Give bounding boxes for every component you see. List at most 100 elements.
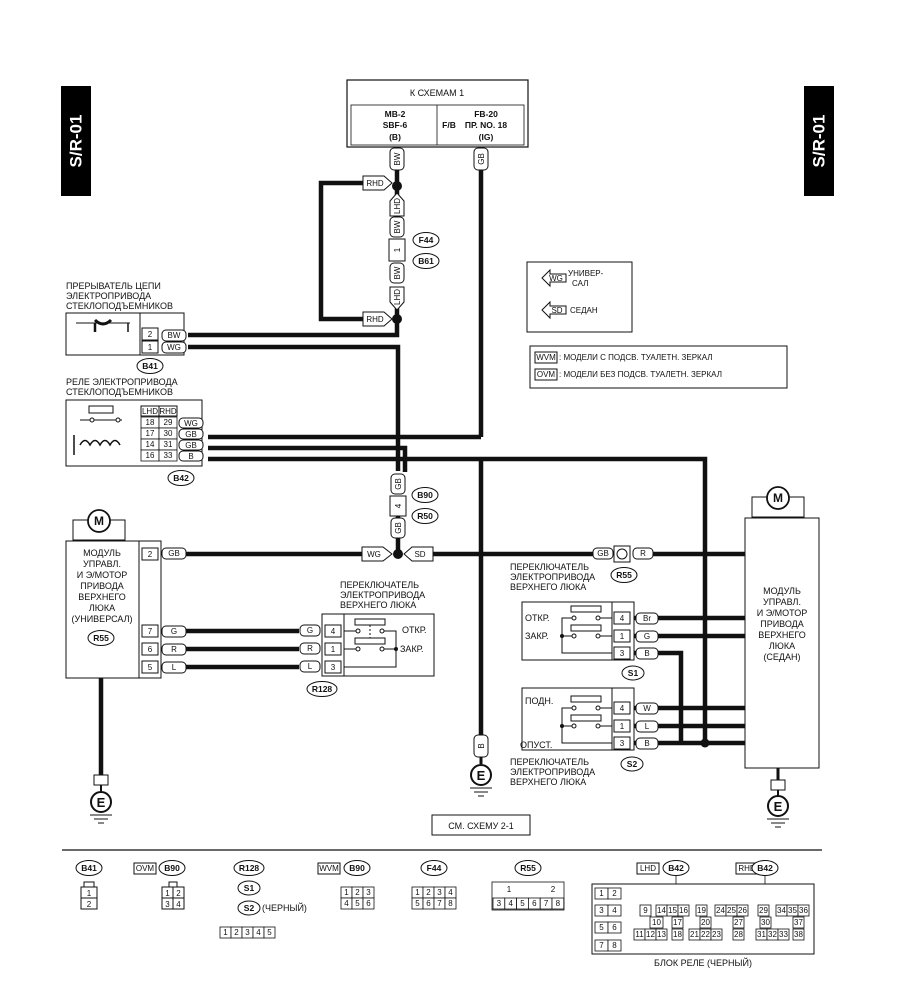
lhd-tag-top: LHD bbox=[389, 192, 405, 217]
sunroof-module-sedan: M МОДУЛЬ УПРАВЛ. И Э/МОТОР ПРИВОДА ВЕРХН… bbox=[744, 486, 820, 780]
svg-text:B42: B42 bbox=[668, 863, 684, 873]
relay-wire-tag bbox=[178, 439, 204, 451]
pin-label: 16 bbox=[679, 906, 688, 915]
svg-text:WVM: WVM bbox=[536, 353, 556, 362]
page-tag-right: S/R-01 bbox=[804, 86, 834, 196]
svg-text:ВЕРХНЕГО ЛЮКА: ВЕРХНЕГО ЛЮКА bbox=[510, 777, 586, 787]
svg-text:ЭЛЕКТРОПРИВОДА: ЭЛЕКТРОПРИВОДА bbox=[340, 590, 425, 600]
pin-label: 24 bbox=[716, 906, 725, 915]
pin-label: 7 bbox=[599, 941, 604, 950]
rhd-tag-top: RHD bbox=[362, 175, 393, 191]
svg-text:УПРАВЛ.: УПРАВЛ. bbox=[83, 559, 121, 569]
relay-block-pin bbox=[655, 928, 668, 941]
svg-text:R: R bbox=[640, 549, 646, 558]
pin-label: 12 bbox=[646, 930, 655, 939]
svg-text:3: 3 bbox=[331, 663, 336, 672]
svg-text:ПЕРЕКЛЮЧАТЕЛЬ: ПЕРЕКЛЮЧАТЕЛЬ bbox=[340, 580, 419, 590]
junction-dots bbox=[392, 181, 710, 748]
inline-connector-f44-b61: BW 1 BW F44 B61 bbox=[388, 216, 440, 284]
svg-text:L: L bbox=[645, 722, 650, 731]
pin-label: 8 bbox=[556, 899, 561, 908]
header-box: К СХЕМАМ 1 MB-2 SBF-6 (B) F/B FB-20 ПР. … bbox=[346, 79, 529, 148]
connector-r55-center: GB R R55 bbox=[592, 545, 654, 583]
svg-text:B: B bbox=[477, 743, 486, 748]
svg-text:УПРАВЛ.: УПРАВЛ. bbox=[763, 597, 801, 607]
pin-label: 5 bbox=[415, 899, 420, 908]
svg-text:4: 4 bbox=[331, 627, 336, 636]
connector-b41: B41 bbox=[142, 361, 158, 371]
svg-text:ПРИВОДА: ПРИВОДА bbox=[80, 581, 124, 591]
relay-wire-label: GB bbox=[185, 430, 197, 439]
svg-text:ВЕРХНЕГО ЛЮКА: ВЕРХНЕГО ЛЮКА bbox=[510, 582, 586, 592]
svg-text:WG: WG bbox=[367, 550, 381, 559]
svg-text:WG: WG bbox=[167, 343, 181, 352]
svg-text:E: E bbox=[774, 799, 783, 814]
svg-text:МОДУЛЬ: МОДУЛЬ bbox=[83, 548, 121, 558]
relay-block-pin bbox=[792, 928, 805, 941]
svg-text:R128: R128 bbox=[239, 863, 260, 873]
svg-text:1: 1 bbox=[331, 645, 336, 654]
pin-label: 7 bbox=[437, 899, 442, 908]
pin-label: 3 bbox=[497, 899, 502, 908]
pin-label: 38 bbox=[794, 930, 803, 939]
svg-text:ПЕРЕКЛЮЧАТЕЛЬ: ПЕРЕКЛЮЧАТЕЛЬ bbox=[510, 757, 589, 767]
pin-label: 2 bbox=[612, 889, 617, 898]
svg-text:GB: GB bbox=[477, 153, 486, 165]
relay-block-pin bbox=[677, 904, 690, 917]
connector-s1: S1 bbox=[628, 668, 639, 678]
pin-label: 2 bbox=[426, 888, 431, 897]
relay-block-pin bbox=[736, 904, 749, 917]
pin-label: 23 bbox=[712, 930, 721, 939]
pin-label: 30 bbox=[164, 429, 173, 438]
svg-text:1: 1 bbox=[393, 247, 402, 252]
svg-text:ВЕРХНЕГО: ВЕРХНЕГО bbox=[758, 630, 805, 640]
relay-block-pin bbox=[792, 916, 805, 929]
header-wire-labels: BW GB bbox=[389, 147, 489, 171]
inline-connector-b90-r50: GB 4 GB B90 R50 bbox=[389, 473, 439, 539]
pin-label: 31 bbox=[757, 930, 766, 939]
svg-text:1: 1 bbox=[165, 889, 170, 898]
pin-label: 1 bbox=[344, 888, 349, 897]
pin-label: 15 bbox=[668, 906, 677, 915]
svg-text:2: 2 bbox=[148, 550, 153, 559]
pin-label: 21 bbox=[690, 930, 699, 939]
fuse-fb-label: FB-20 bbox=[474, 109, 498, 119]
svg-text:GB: GB bbox=[168, 549, 180, 558]
ground-left: E bbox=[90, 774, 112, 824]
sunroof-switch-s: ПЕРЕКЛЮЧАТЕЛЬ ЭЛЕКТРОПРИВОДА ВЕРХНЕГО ЛЮ… bbox=[510, 562, 659, 787]
svg-text:(ЧЕРНЫЙ): (ЧЕРНЫЙ) bbox=[262, 902, 307, 913]
pin-label: 5 bbox=[520, 899, 525, 908]
svg-text:САЛ: САЛ bbox=[572, 279, 588, 288]
svg-text:4: 4 bbox=[620, 704, 625, 713]
connector-r55-left: R55 bbox=[93, 633, 109, 643]
pin-label: 5 bbox=[267, 928, 272, 937]
connector-f44: F44 bbox=[419, 235, 434, 245]
svg-text:1: 1 bbox=[620, 632, 625, 641]
svg-text:СМ. СХЕМУ 2-1: СМ. СХЕМУ 2-1 bbox=[448, 821, 514, 831]
relay-wire-label: B bbox=[188, 452, 193, 461]
svg-text:B41: B41 bbox=[81, 863, 97, 873]
svg-text:SD: SD bbox=[414, 550, 425, 559]
pin-label: 20 bbox=[701, 918, 710, 927]
pin-label: 16 bbox=[146, 451, 155, 460]
svg-text:R: R bbox=[307, 644, 313, 653]
svg-text:ОПУСТ.: ОПУСТ. bbox=[520, 740, 552, 750]
pin-label: 33 bbox=[164, 451, 173, 460]
pin-label: 3 bbox=[245, 928, 250, 937]
relay-block-pin bbox=[710, 928, 723, 941]
svg-text:БЛОК РЕЛЕ (ЧЕРНЫЙ): БЛОК РЕЛЕ (ЧЕРНЫЙ) bbox=[654, 957, 752, 968]
svg-text:5: 5 bbox=[148, 663, 153, 672]
pin-label: 2 bbox=[355, 888, 360, 897]
svg-text:СТЕКЛОПОДЪЕМНИКОВ: СТЕКЛОПОДЪЕМНИКОВ bbox=[66, 301, 173, 311]
pin-label: 1 bbox=[415, 888, 420, 897]
main-wires bbox=[98, 160, 745, 775]
svg-text:3: 3 bbox=[620, 739, 625, 748]
connector-r128: R128 bbox=[312, 684, 333, 694]
svg-text:1: 1 bbox=[87, 889, 92, 898]
svg-text:WG: WG bbox=[549, 274, 563, 283]
